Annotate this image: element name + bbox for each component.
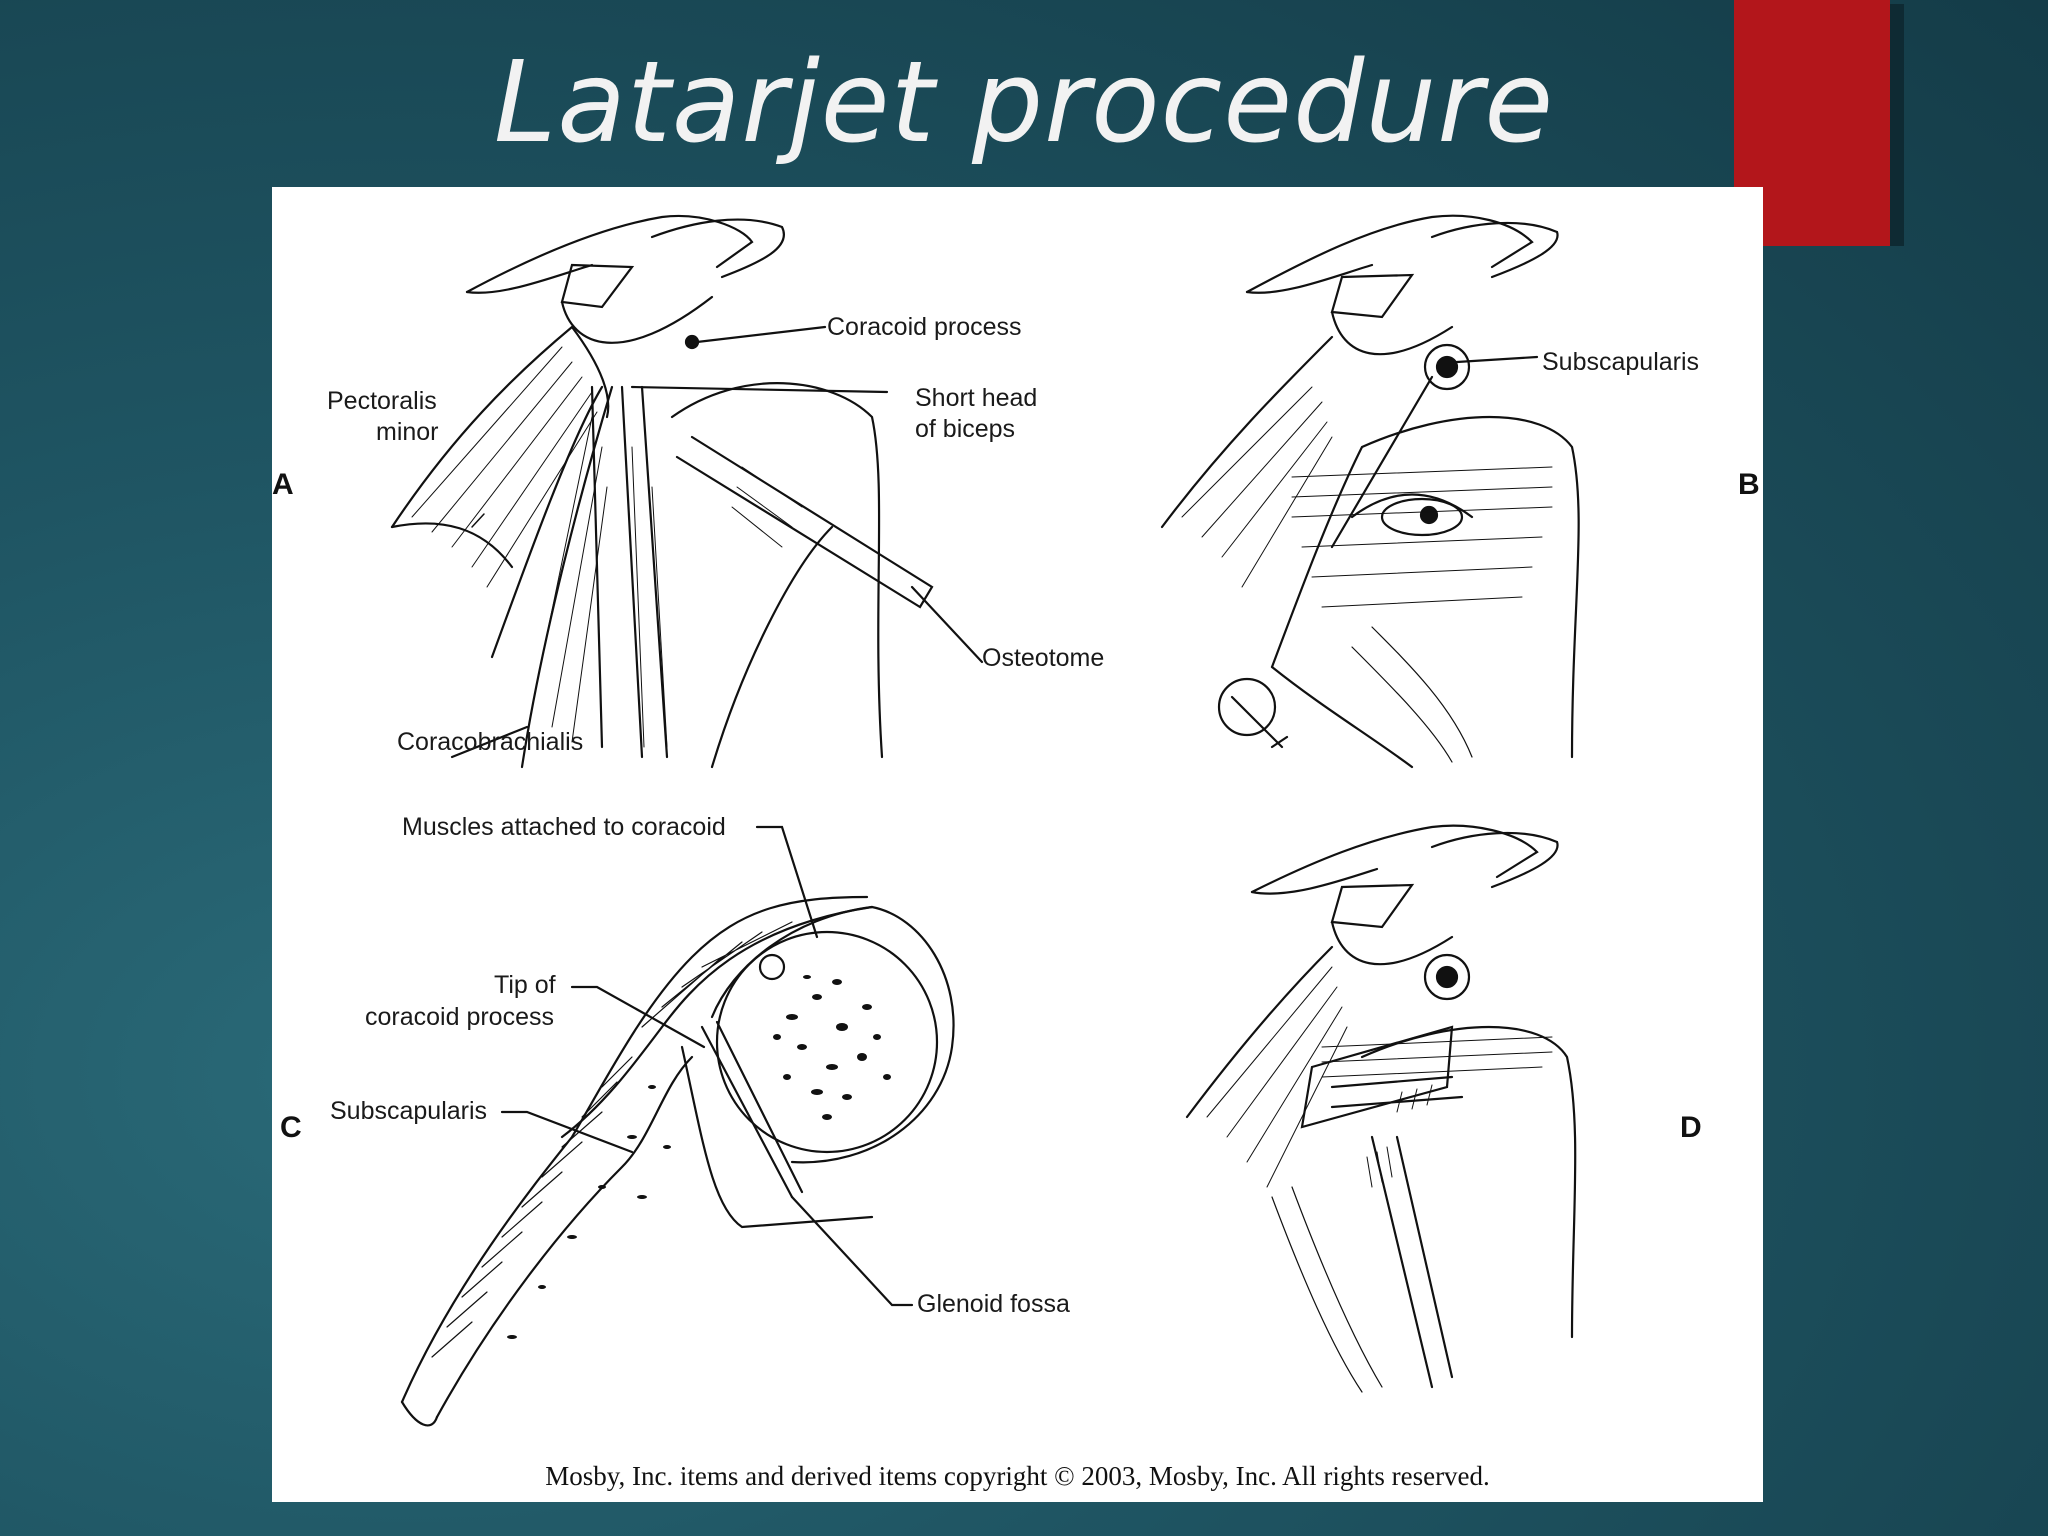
panel-label-c: C — [280, 1111, 302, 1144]
anatomy-figure: A B C D Coracoid process Pectoralis mino… — [272, 187, 1763, 1502]
copyright-notice: Mosby, Inc. items and derived items copy… — [545, 1461, 1490, 1491]
label-short-head-2: of biceps — [915, 415, 1015, 443]
label-short-head-1: Short head — [915, 384, 1037, 412]
label-pectoralis-minor-2: minor — [376, 418, 439, 446]
panel-label-a: A — [272, 468, 294, 501]
panel-b-drawing — [1160, 214, 1580, 769]
label-coracobrachialis: Coracobrachialis — [397, 728, 583, 756]
label-osteotome: Osteotome — [982, 644, 1104, 672]
panel-d-drawing — [1185, 824, 1577, 1393]
label-tip-of-1: Tip of — [494, 971, 556, 999]
illustration: A B C D Coracoid process Pectoralis mino… — [272, 214, 1760, 1427]
slide-title: Latarjet procedure — [493, 38, 1555, 168]
panel-c-drawing — [400, 895, 955, 1427]
panel-label-b: B — [1738, 468, 1760, 501]
panel-a-drawing — [390, 215, 934, 769]
label-pectoralis-minor-1: Pectoralis — [327, 387, 437, 415]
panel-label-d: D — [1680, 1111, 1702, 1144]
label-coracoid-process: Coracoid process — [827, 313, 1022, 341]
label-muscles-attached: Muscles attached to coracoid — [402, 813, 726, 841]
label-tip-of-2: coracoid process — [365, 1003, 554, 1031]
label-glenoid-fossa: Glenoid fossa — [917, 1290, 1070, 1318]
label-subscapularis-c: Subscapularis — [330, 1097, 487, 1125]
label-subscapularis-b: Subscapularis — [1542, 348, 1699, 376]
